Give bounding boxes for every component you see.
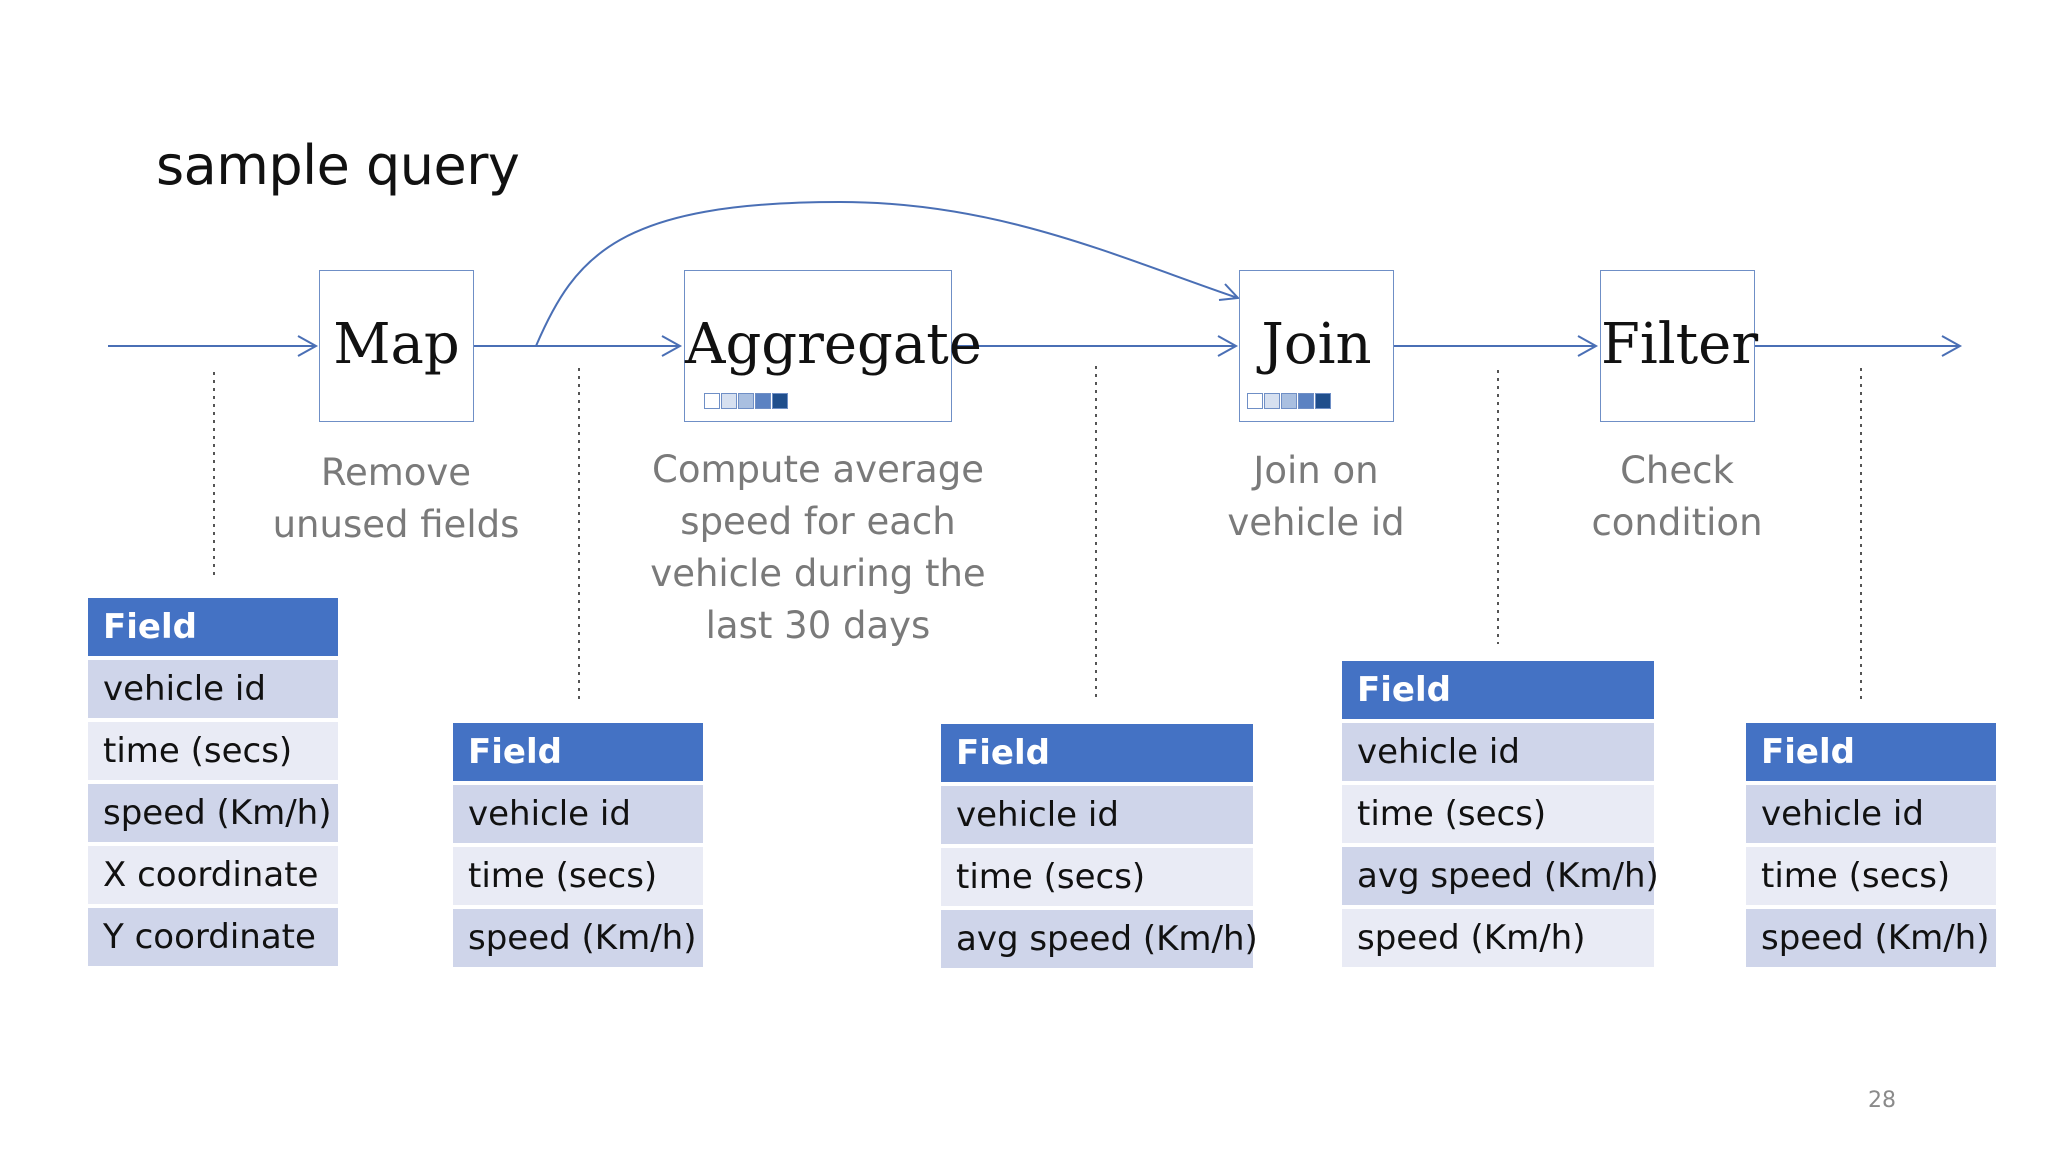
schema-row: Y coordinate <box>88 908 338 966</box>
join-operator: Join <box>1239 270 1394 422</box>
schema-row: speed (Km/h) <box>88 784 338 842</box>
schema-row: vehicle id <box>1342 723 1654 781</box>
schema-header: Field <box>941 724 1253 782</box>
schema-row: time (secs) <box>1342 785 1654 843</box>
schema-header: Field <box>453 723 703 781</box>
schema-row: X coordinate <box>88 846 338 904</box>
description-line: last 30 days <box>705 604 931 647</box>
state-store-icon <box>1247 393 1332 409</box>
schema-row: vehicle id <box>88 660 338 718</box>
description-line: Check <box>1620 449 1734 492</box>
schema-table-after-map: Field vehicle id time (secs) speed (Km/h… <box>453 723 703 971</box>
schema-row: avg speed (Km/h) <box>941 910 1258 968</box>
arrowhead <box>1941 335 1963 357</box>
arrowhead <box>1218 283 1241 301</box>
schema-row: time (secs) <box>88 722 338 780</box>
description-line: Join on <box>1253 449 1379 492</box>
description-line: Compute average <box>652 448 984 491</box>
operator-name: Join <box>1261 312 1372 377</box>
schema-row: vehicle id <box>1746 785 1996 843</box>
schema-row: speed (Km/h) <box>1342 909 1654 967</box>
description-line: vehicle during the <box>650 552 986 595</box>
description-line: unused fields <box>272 503 520 546</box>
schema-header: Field <box>1746 723 1996 781</box>
map-description: Remove unused fields <box>246 447 546 551</box>
operator-name: Map <box>333 312 460 377</box>
schema-row: time (secs) <box>1746 847 1996 905</box>
description-line: condition <box>1591 501 1763 544</box>
schema-row: time (secs) <box>941 848 1253 906</box>
page-number: 28 <box>1868 1088 1896 1113</box>
schema-table-input: Field vehicle id time (secs) speed (Km/h… <box>88 598 338 970</box>
arrowhead <box>661 335 683 357</box>
map-to-join-bypass-arrow <box>535 200 1239 347</box>
schema-row: speed (Km/h) <box>1746 909 1996 967</box>
schema-table-after-join: Field vehicle id time (secs) avg speed (… <box>1342 661 1659 971</box>
schema-header: Field <box>1342 661 1654 719</box>
schema-row: time (secs) <box>453 847 703 905</box>
schema-table-after-aggregate: Field vehicle id time (secs) avg speed (… <box>941 724 1258 972</box>
description-line: vehicle id <box>1227 501 1405 544</box>
map-operator: Map <box>319 270 474 422</box>
schema-row: vehicle id <box>453 785 703 843</box>
arrowhead <box>1577 335 1599 357</box>
filter-operator: Filter <box>1600 270 1759 422</box>
schema-row: avg speed (Km/h) <box>1342 847 1659 905</box>
operator-name: Filter <box>1601 312 1759 377</box>
operator-name: Aggregate <box>685 312 982 377</box>
arrowhead <box>1217 335 1239 357</box>
description-line: Remove <box>320 451 472 494</box>
schema-header: Field <box>88 598 338 656</box>
schema-table-output: Field vehicle id time (secs) speed (Km/h… <box>1746 723 1996 971</box>
schema-row: speed (Km/h) <box>453 909 703 967</box>
slide-title: sample query <box>156 134 520 197</box>
aggregate-operator: Aggregate <box>684 270 982 422</box>
schema-row: vehicle id <box>941 786 1253 844</box>
state-store-icon <box>704 393 789 409</box>
arrowhead <box>297 335 319 357</box>
filter-description: Check condition <box>1537 445 1817 549</box>
join-description: Join on vehicle id <box>1176 445 1456 549</box>
description-line: speed for each <box>680 500 956 543</box>
aggregate-description: Compute average speed for each vehicle d… <box>628 444 1008 652</box>
